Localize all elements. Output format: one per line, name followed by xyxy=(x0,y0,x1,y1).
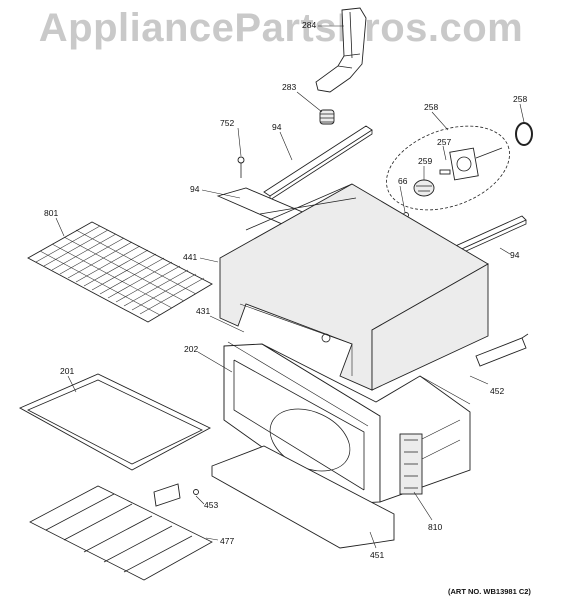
part-441-oven-rack[interactable] xyxy=(27,221,213,323)
callout-477: 810 xyxy=(428,522,442,532)
callout-453: 452 xyxy=(490,386,504,396)
callout-451: 477 xyxy=(220,536,234,546)
callout-452: 201 xyxy=(60,366,74,376)
part-477-door-latch[interactable] xyxy=(399,433,423,495)
part-258-fan-assembly[interactable] xyxy=(375,110,521,225)
watermark: AppliancePartsPros.com xyxy=(38,6,524,50)
callout-431: 441 xyxy=(183,252,197,262)
callout-752: 752 xyxy=(220,118,234,128)
part-283-fan-gear[interactable] xyxy=(319,109,335,125)
callout-441: 801 xyxy=(44,208,58,218)
callout-labels: 284 283 258 258 257 259 752 94 94 66 801… xyxy=(44,20,527,560)
callout-94-right: 94 xyxy=(510,250,520,260)
part-810-bracket-screw[interactable] xyxy=(153,483,199,507)
callout-801: 66 xyxy=(398,176,408,186)
callout-283: 283 xyxy=(282,82,296,92)
callout-810: 453 xyxy=(204,500,218,510)
leader-lines xyxy=(55,25,525,549)
callout-258-assembly: 258 xyxy=(424,102,438,112)
callout-258-gasket: 258 xyxy=(513,94,527,104)
callout-257: 257 xyxy=(437,137,451,147)
callout-201: 202 xyxy=(184,344,198,354)
part-453-bracket[interactable] xyxy=(475,333,529,367)
art-number: (ART NO. WB13981 C2) xyxy=(448,587,531,596)
part-239-bottom-plate[interactable] xyxy=(211,445,395,549)
part-284-vent-duct[interactable] xyxy=(315,7,367,93)
part-452-broiler-pan[interactable] xyxy=(18,373,211,471)
callout-66: 94 xyxy=(190,184,200,194)
part-431-top-panel[interactable] xyxy=(219,183,489,391)
callout-202: 431 xyxy=(196,306,210,316)
callout-94-left: 94 xyxy=(272,122,282,132)
part-451-broil-element[interactable] xyxy=(29,485,213,581)
callout-259: 259 xyxy=(418,156,432,166)
callout-239: 451 xyxy=(370,550,384,560)
callout-284: 284 xyxy=(302,20,316,30)
part-258-gasket-ring[interactable] xyxy=(515,122,533,146)
part-752-screw[interactable] xyxy=(237,156,245,178)
